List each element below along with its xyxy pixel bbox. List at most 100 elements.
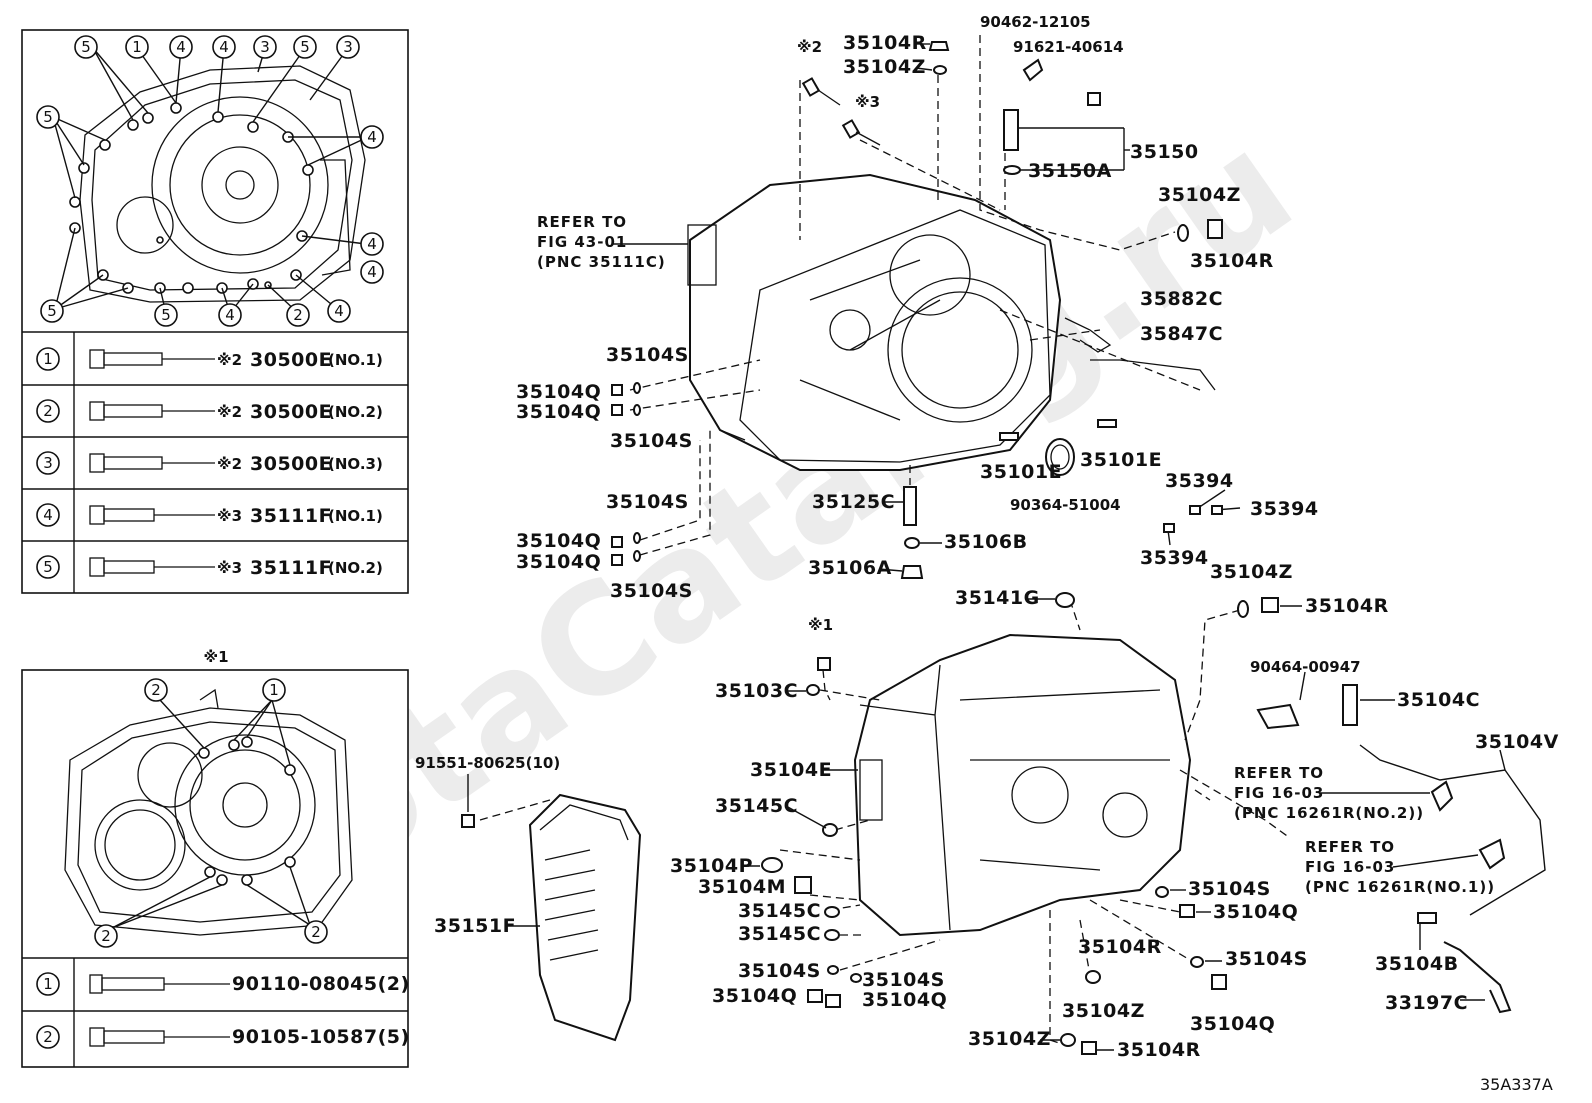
part-label: 35104B <box>1375 953 1459 975</box>
svg-text:5: 5 <box>43 108 53 126</box>
svg-text:(NO.3): (NO.3) <box>328 455 383 473</box>
part-label: 35104Z <box>843 56 926 78</box>
washer-icon <box>1085 970 1101 984</box>
svg-text:2: 2 <box>43 1028 53 1046</box>
svg-text:※2: ※2 <box>217 403 242 421</box>
oil-seal-icon <box>1045 438 1075 476</box>
svg-text:4: 4 <box>367 235 377 253</box>
plug-icon <box>611 554 623 566</box>
cap-icon <box>928 41 950 51</box>
svg-text:2: 2 <box>293 306 303 324</box>
small-parts <box>461 41 1546 1055</box>
part-label: 35104E <box>750 759 832 781</box>
o-ring-icon <box>633 404 641 416</box>
dowel-pin-icon <box>1097 419 1117 428</box>
part-label: 35141G <box>955 587 1040 609</box>
refer-text: (PNC 35111C) <box>537 253 666 271</box>
legend-row: 4 ※3 35111F (NO.1) <box>36 503 383 527</box>
part-label: 91551-80625(10) <box>415 754 560 772</box>
callout-circles-bottom: 2 1 2 2 <box>94 678 328 948</box>
callout-circle: 3 <box>336 35 360 59</box>
bolt-icon <box>461 814 475 828</box>
refer-text: REFER TO <box>1305 838 1395 856</box>
svg-text:(NO.2): (NO.2) <box>328 403 383 421</box>
part-label: 35104R <box>1190 250 1274 272</box>
part-label: 35104Q <box>1190 1013 1275 1035</box>
callout-circle: 1 <box>125 35 149 59</box>
part-label: 35104Q <box>516 551 601 573</box>
part-label: 35106B <box>944 531 1028 553</box>
plug-icon <box>1081 1041 1097 1055</box>
svg-text:1: 1 <box>132 38 142 56</box>
svg-text:2: 2 <box>43 402 53 420</box>
bolt-location-box-top: 5 1 4 4 3 5 3 5 4 4 4 5 5 4 2 4 1 ※2 305… <box>21 29 409 594</box>
oil-pipe-icon <box>1090 359 1216 391</box>
legend-row: 5 ※3 35111F (NO.2) <box>36 555 383 579</box>
part-label: 35104S <box>1188 878 1271 900</box>
callout-circle: 4 <box>360 260 384 284</box>
part-label: 35882C <box>1140 288 1223 310</box>
part-label: 35104M <box>698 876 786 898</box>
bolt-location-box-bottom: ※1 2 1 <box>21 648 409 1068</box>
part-label: 35104P <box>670 855 753 877</box>
svg-text:2: 2 <box>101 927 111 945</box>
legend-row: 3 ※2 30500E (NO.3) <box>36 451 383 475</box>
part-label: 35104Z <box>1158 184 1241 206</box>
svg-text:4: 4 <box>43 506 53 524</box>
svg-text:2: 2 <box>151 681 161 699</box>
bolt-icon <box>841 119 881 146</box>
plug-icon <box>611 404 623 416</box>
callout-circle: 4 <box>218 303 242 327</box>
leader-lines <box>479 35 1506 1046</box>
part-label: 90462-12105 <box>980 13 1091 31</box>
bolt-legend-top: 1 ※2 30500E (NO.1) 2 ※2 30500E (NO.2) 3 … <box>36 347 383 579</box>
svg-text:4: 4 <box>367 128 377 146</box>
part-label: 35104Q <box>516 381 601 403</box>
svg-text:5: 5 <box>300 38 310 56</box>
connector-icon <box>1417 912 1437 924</box>
part-label: 35101E <box>1080 449 1162 471</box>
clamp-icon <box>1430 780 1454 812</box>
transaxle-housing-upper <box>687 173 1062 471</box>
part-label: 90464-00947 <box>1250 658 1361 676</box>
part-label: 35104R <box>1305 595 1389 617</box>
o-ring-icon <box>850 973 862 983</box>
callout-circle: 4 <box>212 35 236 59</box>
svg-text:4: 4 <box>225 306 235 324</box>
svg-text:※3: ※3 <box>217 507 242 525</box>
svg-text:5: 5 <box>43 558 53 576</box>
part-label: 35104S <box>606 344 689 366</box>
refer-text: (PNC 16261R(NO.2)) <box>1234 804 1424 822</box>
part-label: 35106A <box>808 557 892 579</box>
part-label: 35104C <box>1397 689 1480 711</box>
oil-pan <box>528 793 642 1042</box>
part-label: 90364-51004 <box>1010 496 1121 514</box>
svg-text:4: 4 <box>176 38 186 56</box>
svg-text:3: 3 <box>343 38 353 56</box>
part-label: 35104Q <box>516 530 601 552</box>
svg-text:30500E: 30500E <box>250 453 332 475</box>
part-label: 35125C <box>812 491 895 513</box>
plug-icon <box>825 994 841 1008</box>
svg-text:30500E: 30500E <box>250 349 332 371</box>
svg-text:35111F: 35111F <box>250 557 332 579</box>
o-ring-icon <box>1003 165 1021 175</box>
part-label: 35104S <box>606 491 689 513</box>
o-ring-icon <box>827 965 839 975</box>
svg-text:5: 5 <box>81 38 91 56</box>
svg-text:※2: ※2 <box>217 351 242 369</box>
gasket-icon <box>761 857 783 873</box>
part-label: 35151F <box>434 915 516 937</box>
part-label: 35847C <box>1140 323 1223 345</box>
part-label: 35104Q <box>1213 901 1298 923</box>
part-label: 35145C <box>738 923 821 945</box>
callout-circle: 2 <box>94 924 118 948</box>
nut-icon <box>824 906 840 918</box>
transaxle-case-lower <box>853 633 1192 937</box>
o-ring-icon <box>1190 956 1204 968</box>
o-ring-icon <box>633 532 641 544</box>
clip-icon <box>1022 58 1044 82</box>
part-label: 35104R <box>1078 936 1162 958</box>
part-label: 35145C <box>738 900 821 922</box>
